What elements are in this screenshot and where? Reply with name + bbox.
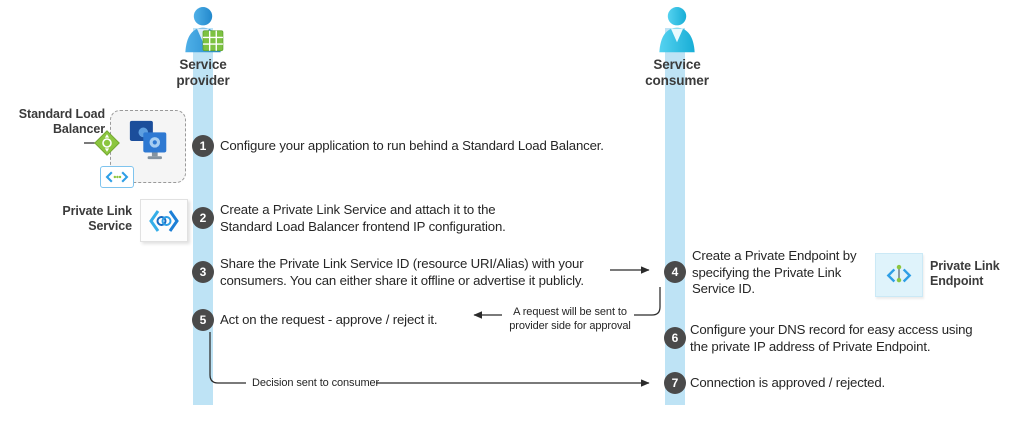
grid-icon [202, 30, 224, 52]
step-circle-5: 5 [192, 309, 214, 331]
consumer-persona-icon [659, 7, 695, 53]
step-text-5: Act on the request - approve / reject it… [220, 312, 438, 327]
virtual-machines-icon [129, 120, 167, 160]
standard-load-balancer-label: Standard Load Balancer [18, 107, 105, 136]
step-circle-7: 7 [664, 372, 686, 394]
connector-step4-to-request-note [634, 287, 661, 316]
request-note: A request will be sent to provider side … [509, 306, 631, 332]
consumer-timeline-bar [665, 28, 685, 405]
decision-note: Decision sent to consumer [252, 377, 380, 389]
step-text-4: Create a Private Endpoint by specifying … [692, 248, 857, 296]
load-balancer-diamond-icon [94, 130, 120, 156]
private-link-endpoint-icon [875, 253, 923, 297]
step-circle-4: 4 [664, 261, 686, 283]
step-circle-6: 6 [664, 327, 686, 349]
step-text-6: Configure your DNS record for easy acces… [690, 322, 973, 354]
step-circle-2: 2 [192, 207, 214, 229]
connector-step5-to-decision-note [209, 332, 246, 384]
step-circle-1: 1 [192, 135, 214, 157]
provider-label: Service provider [176, 57, 230, 88]
private-link-endpoint-label: Private Link Endpoint [930, 259, 1000, 288]
step-text-1: Configure your application to run behind… [220, 138, 604, 153]
consumer-label: Service consumer [645, 57, 709, 88]
step-text-7: Connection is approved / rejected. [690, 375, 886, 390]
step-text-2: Create a Private Link Service and attach… [220, 202, 506, 234]
private-link-service-icon [140, 199, 188, 242]
provider-persona-icon [185, 7, 224, 53]
step-circle-3: 3 [192, 261, 214, 283]
step-text-3: Share the Private Link Service ID (resou… [220, 256, 584, 288]
private-link-service-label: Private Link Service [62, 204, 132, 233]
private-link-brackets-icon [100, 166, 134, 188]
